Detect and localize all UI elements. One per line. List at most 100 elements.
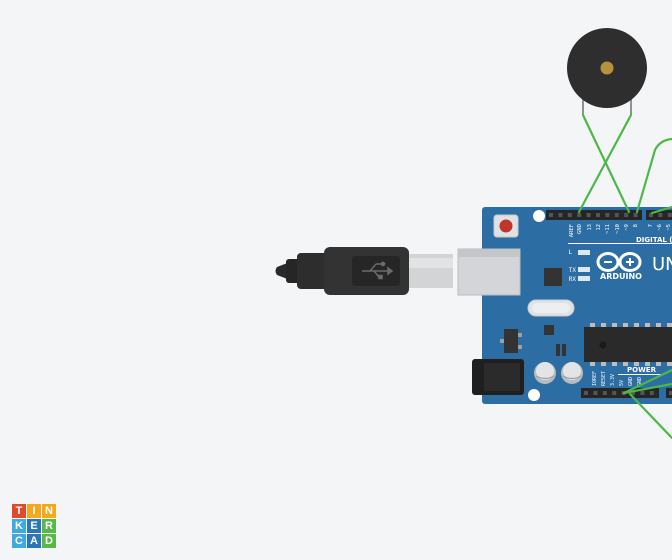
reset-button[interactable] bbox=[493, 214, 519, 238]
header-socket[interactable] bbox=[658, 213, 663, 217]
voltage-regulator-chip bbox=[544, 268, 562, 286]
usb-connector-body bbox=[297, 253, 329, 289]
usb-cable[interactable] bbox=[275, 247, 454, 295]
wire-5v-b[interactable] bbox=[622, 382, 672, 395]
logo-letter-tile: K bbox=[12, 519, 26, 533]
logo-letter-tile: E bbox=[27, 519, 41, 533]
led-label: TX bbox=[569, 267, 577, 274]
chip-pin bbox=[623, 362, 628, 366]
wire-gnd[interactable] bbox=[628, 392, 672, 440]
header-socket[interactable] bbox=[593, 391, 598, 395]
wire-pin7[interactable] bbox=[650, 205, 672, 215]
usb-b-port-shade bbox=[458, 249, 520, 257]
chip-pin bbox=[634, 362, 639, 366]
crystal-oscillator-inner bbox=[532, 303, 570, 313]
wires[interactable] bbox=[577, 113, 672, 440]
piezo-buzzer[interactable] bbox=[567, 28, 647, 115]
header-socket[interactable] bbox=[567, 213, 572, 217]
top-pin-label: AREF bbox=[569, 224, 575, 237]
header-socket[interactable] bbox=[624, 213, 629, 217]
mounting-hole bbox=[533, 210, 545, 222]
header-socket[interactable] bbox=[649, 213, 653, 217]
chip-pin bbox=[601, 362, 606, 366]
header-socket[interactable] bbox=[649, 391, 654, 395]
regulator bbox=[500, 329, 522, 353]
header-socket[interactable] bbox=[558, 213, 563, 217]
digital-label: DIGITAL (PWM~) bbox=[636, 236, 672, 244]
usb-strain-relief bbox=[286, 259, 300, 283]
small-chip bbox=[544, 325, 554, 335]
power-pin-label: RESET bbox=[601, 371, 607, 386]
wire-5v-a[interactable] bbox=[622, 368, 672, 395]
header-socket[interactable] bbox=[614, 213, 619, 217]
header-socket[interactable] bbox=[605, 213, 610, 217]
led-l bbox=[578, 250, 590, 255]
logo-letter-tile: T bbox=[12, 504, 26, 518]
usb-plug-metal-highlight bbox=[409, 258, 453, 268]
digital-label-line bbox=[568, 243, 672, 244]
header-socket[interactable] bbox=[631, 391, 635, 395]
chip-pin bbox=[612, 323, 617, 327]
top-pin-label: ~10 bbox=[615, 224, 621, 234]
power-pin-label: GND bbox=[628, 377, 634, 386]
top-pin-label: GND bbox=[577, 224, 583, 234]
header-socket[interactable] bbox=[633, 213, 638, 217]
digital-header[interactable] bbox=[546, 210, 672, 220]
logo-letter-tile: I bbox=[27, 504, 41, 518]
chip-pin bbox=[667, 362, 672, 366]
top-pin-label: ~5 bbox=[666, 224, 672, 231]
chip-pin bbox=[612, 362, 617, 366]
chip-pin bbox=[634, 323, 639, 327]
top-pin-label: ~9 bbox=[624, 224, 630, 231]
atmega-chip bbox=[584, 327, 672, 362]
top-pin-label: 7 bbox=[648, 224, 654, 227]
header-socket[interactable] bbox=[549, 213, 553, 217]
header-socket[interactable] bbox=[577, 213, 582, 217]
power-pin-label: 3.3V bbox=[610, 374, 616, 386]
header-socket[interactable] bbox=[584, 391, 588, 395]
resistor-array bbox=[556, 344, 566, 356]
arduino-uno-board[interactable]: L TX RX ARDUINO UNO bbox=[457, 207, 672, 404]
chip-pin bbox=[656, 362, 661, 366]
power-pin-label: GND bbox=[637, 377, 643, 386]
header-socket[interactable] bbox=[602, 391, 607, 395]
wire-pin8-up[interactable] bbox=[635, 137, 672, 214]
header-socket[interactable] bbox=[669, 391, 672, 395]
power-label: POWER bbox=[627, 366, 657, 374]
chip-pin bbox=[601, 323, 606, 327]
top-pin-label: ~6 bbox=[657, 224, 663, 231]
power-label-line bbox=[618, 374, 664, 375]
led-label: L bbox=[568, 249, 572, 256]
chip-pin bbox=[623, 323, 628, 327]
top-pin-label: 13 bbox=[587, 224, 593, 231]
power-pin-label: IOREF bbox=[592, 371, 598, 386]
board-model-text: UNO bbox=[652, 254, 672, 275]
chip-pin bbox=[645, 323, 650, 327]
usb-symbol-icon bbox=[362, 261, 394, 280]
logo-letter-tile: A bbox=[27, 534, 41, 548]
header-socket[interactable] bbox=[612, 391, 617, 395]
top-pin-label: 8 bbox=[633, 224, 639, 227]
chip-pin bbox=[590, 362, 595, 366]
header-socket[interactable] bbox=[640, 391, 645, 395]
mounting-hole bbox=[528, 389, 540, 401]
power-pin-label: 5V bbox=[619, 380, 625, 386]
led-tx bbox=[578, 267, 590, 272]
logo-letter-tile: R bbox=[42, 519, 56, 533]
logo-letter-tile: C bbox=[12, 534, 26, 548]
header-socket[interactable] bbox=[596, 213, 600, 217]
capacitor bbox=[534, 362, 556, 384]
led-rx bbox=[578, 276, 590, 281]
wire-buzzer-right[interactable] bbox=[577, 113, 633, 214]
capacitor bbox=[561, 362, 583, 384]
led-label: RX bbox=[569, 276, 577, 283]
buzzer-center bbox=[600, 61, 614, 75]
infinity-logo-icon bbox=[596, 252, 642, 272]
header-socket[interactable] bbox=[586, 213, 591, 217]
chip-pin bbox=[645, 362, 650, 366]
chip-pin bbox=[590, 323, 595, 327]
logo-letter-tile: N bbox=[42, 504, 56, 518]
header-socket[interactable] bbox=[667, 213, 672, 217]
